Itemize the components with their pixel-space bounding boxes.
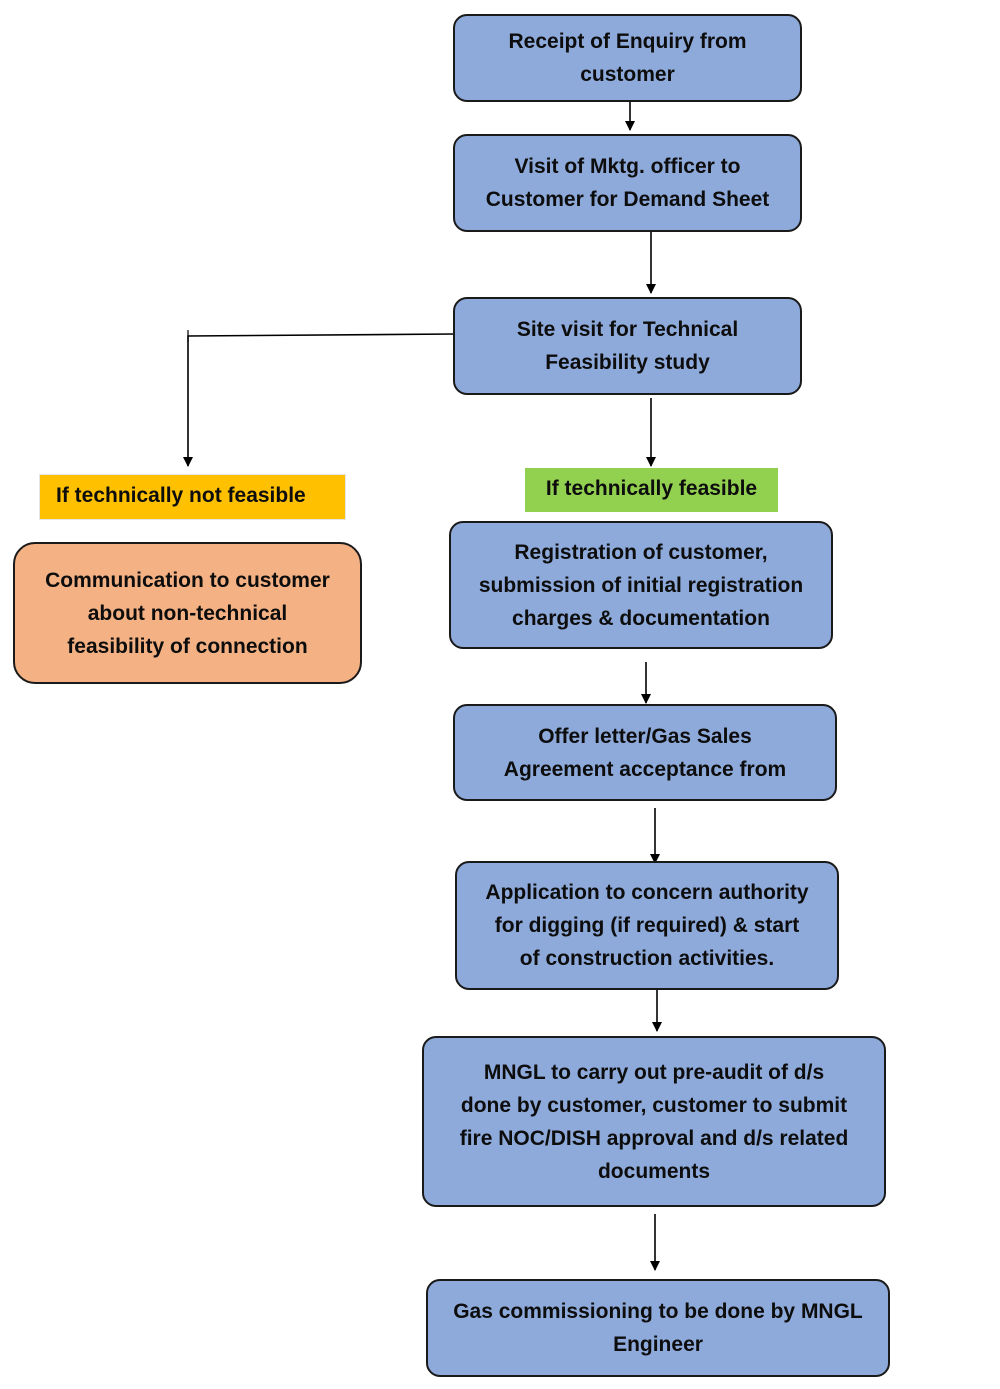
label-not-feasible: If technically not feasible	[39, 474, 346, 520]
arrow-site-to-not-feasible	[183, 333, 455, 467]
label-feasible: If technically feasible	[525, 468, 778, 512]
step-registration: Registration of customer,submission of i…	[449, 521, 833, 649]
